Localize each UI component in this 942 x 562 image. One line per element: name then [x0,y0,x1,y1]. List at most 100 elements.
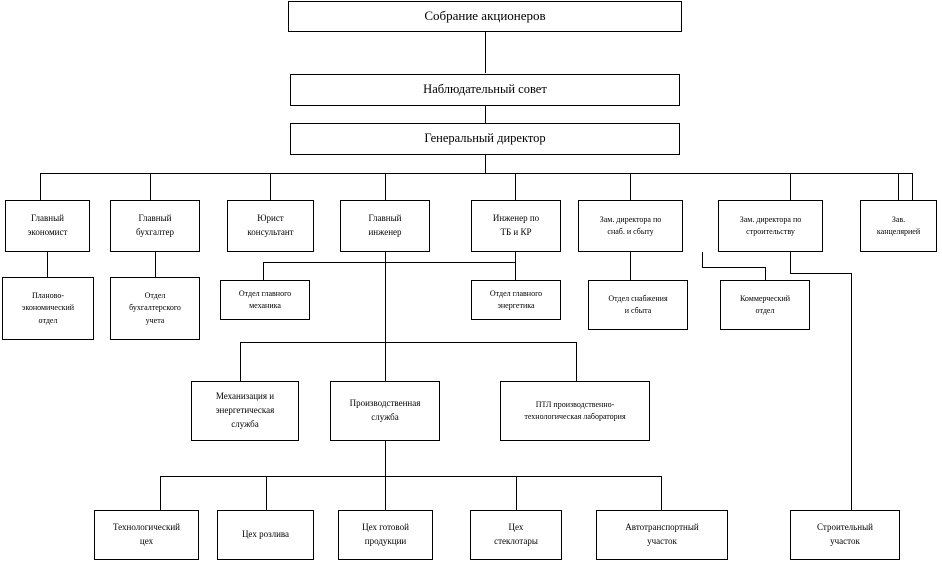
node-line: участок [647,536,677,546]
node-line: и сбыта [624,306,652,315]
drop-safety-engineer [515,173,516,200]
drop-ptl-lab [576,342,577,381]
drop-finished-goods-shop [385,476,386,510]
connector-construction-v2 [851,273,852,510]
node-line: Технологический [113,522,180,533]
bus-chief-engineer-services [240,342,576,343]
drop-motor-transport [661,476,662,510]
connector-construction-h [790,273,852,274]
node-chief-accountant[interactable]: Главный бухгалтер [110,200,200,252]
node-line: отдел [755,306,775,315]
node-line: экономист [27,227,68,237]
drop-chief-accountant [150,173,151,200]
node-line: служба [371,412,399,422]
bus-production-shops [160,476,661,477]
node-line: ТБ и КР [500,227,532,237]
node-line: энергетика [497,301,535,310]
node-line: Механизация и [215,391,275,402]
node-line: Зам. директора по [739,214,802,224]
node-line: бухгалтерского [129,303,181,313]
node-line: Зав. [891,214,906,224]
connector-deputy-supply-to-supply-dept [630,252,631,280]
connector-supply-to-commercial-v2 [765,267,766,280]
bus-chief-engineer-departments [263,262,515,263]
drop-legal-consultant [270,173,271,200]
node-line: Планово- [32,290,64,300]
node-line: канцелярией [876,227,921,236]
node-legal-consultant[interactable]: Юрист консультант [227,200,314,252]
node-line: Собрание акционеров [424,8,546,24]
node-chief-mechanic-department[interactable]: Отдел главного механика [220,280,310,320]
node-construction-section[interactable]: Строительный участок [790,510,900,560]
node-deputy-director-construction[interactable]: Зам. директора по строительству [718,200,823,252]
node-planning-economic-department[interactable]: Планово- экономический отдел [2,277,94,340]
node-line: Главный [368,213,402,224]
connector-board-to-director [485,106,486,123]
bus-level4-left-end [40,173,41,200]
node-line: строительству [746,227,795,236]
node-line: Наблюдательный совет [423,82,547,97]
node-general-director[interactable]: Генеральный директор [290,123,680,155]
node-line: снаб. и сбыту [607,227,654,236]
node-chief-power-engineer-department[interactable]: Отдел главного энергетика [471,280,561,320]
drop-technological-shop [160,476,161,510]
node-line: Производственная [349,398,421,409]
node-commercial-department[interactable]: Коммерческий отдел [720,280,810,330]
node-deputy-director-supply-sales[interactable]: Зам. директора по снаб. и сбыту [578,200,683,252]
node-finished-goods-shop[interactable]: Цех готовой продукции [338,510,433,560]
node-line: Генеральный директор [424,131,546,146]
node-line: бухгалтер [136,227,174,237]
drop-chief-engineer [385,173,386,200]
node-line: консультант [247,227,294,237]
node-supply-and-sales-department[interactable]: Отдел снабжения и сбыта [588,280,688,330]
node-safety-engineer[interactable]: Инженер по ТБ и КР [471,200,561,252]
connector-shareholders-to-board [485,32,486,73]
node-line: учета [145,315,165,325]
node-line: Строительный [817,522,873,533]
node-chief-economist[interactable]: Главный экономист [5,200,90,252]
node-technological-shop[interactable]: Технологический цех [94,510,199,560]
node-glass-container-shop[interactable]: Цех стеклотары [470,510,562,560]
node-head-of-chancellery[interactable]: Зав. канцелярией [860,200,937,252]
node-line: отдел [38,315,58,325]
node-ptl-production-technology-lab[interactable]: ПТЛ производственно- технологическая лаб… [500,381,650,441]
node-accounting-department[interactable]: Отдел бухгалтерского учета [110,277,200,340]
node-line: Цех готовой [362,522,409,533]
node-line: Автотранспортный [625,522,699,533]
node-line: энергетическая [215,405,275,416]
bus-level4 [40,173,913,174]
node-line: Зам. директора по [599,214,662,224]
drop-deputy-supply [630,173,631,200]
connector-construction-v1 [790,252,791,273]
node-line: Главный [138,213,172,224]
node-line: Цех розлива [241,529,290,540]
node-line: Юрист [257,213,284,224]
node-supervisory-board[interactable]: Наблюдательный совет [290,74,680,106]
node-line: Инженер по [492,213,540,224]
node-line: Главный [31,213,64,224]
node-chief-engineer[interactable]: Главный инженер [340,200,430,252]
node-line: продукции [364,536,407,546]
drop-bottling-shop [266,476,267,510]
drop-deputy-construction [790,173,791,200]
node-line: цех [139,536,154,546]
node-production-service[interactable]: Производственная служба [330,381,440,441]
node-shareholders-meeting[interactable]: Собрание акционеров [288,1,682,32]
node-mechanization-power-service[interactable]: Механизация и энергетическая служба [191,381,299,441]
drop-glass-shop [516,476,517,510]
drop-chancellery [898,173,899,200]
node-line: Отдел [144,290,166,300]
node-line: стеклотары [494,536,538,546]
connector-director-to-bus [485,155,486,173]
connector-accountant-to-accounting-dept [155,252,156,277]
node-line: Отдел главного [238,288,292,298]
node-line: участок [830,536,860,546]
bus-level4-right-end [912,173,913,200]
node-motor-transport-section[interactable]: Автотранспортный участок [596,510,728,560]
connector-safety-engineer-to-power-dept [515,252,516,280]
connector-supply-to-commercial-h [702,267,766,268]
node-bottling-shop[interactable]: Цех розлива [217,510,314,560]
node-line: экономический [21,303,75,313]
drop-mechanization-service [240,342,241,381]
